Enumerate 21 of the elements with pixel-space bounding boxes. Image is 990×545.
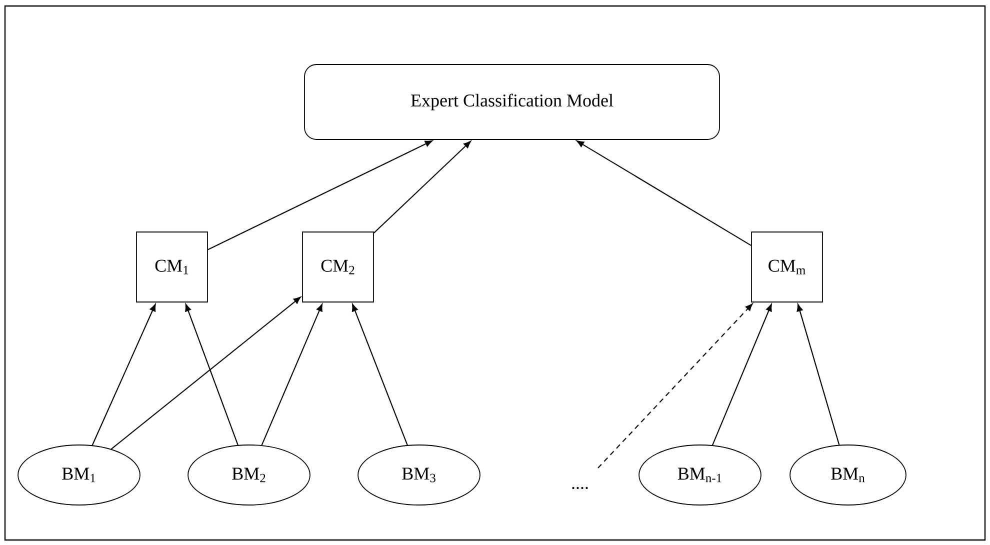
process-box: CM$_{2}$: [302, 232, 374, 302]
arrow: [261, 304, 323, 446]
ellipse-node: BM$_{3}$: [358, 444, 480, 506]
arrow: [352, 304, 408, 446]
ellipse-node: BM$_{2}$: [188, 444, 310, 506]
arrow: [598, 304, 753, 468]
arrow: [208, 140, 432, 250]
arrow: [712, 304, 772, 446]
process-box: CM$_{1}$: [136, 232, 208, 302]
arrow: [92, 304, 156, 446]
ellipsis-label: ....: [572, 486, 588, 490]
ellipse-node: BM$_{n}$: [790, 444, 906, 506]
ellipse-node: BM$_{1}$: [18, 444, 140, 506]
arrow: [374, 140, 471, 234]
rounded-box: Expert Classification Model: [304, 64, 720, 140]
arrow: [185, 304, 238, 446]
arrow: [110, 296, 301, 450]
arrow: [576, 140, 752, 246]
arrow: [796, 304, 840, 446]
process-box: CM$_{m}$: [751, 232, 823, 302]
ellipse-node: BM$_{n-1}$: [638, 444, 762, 506]
